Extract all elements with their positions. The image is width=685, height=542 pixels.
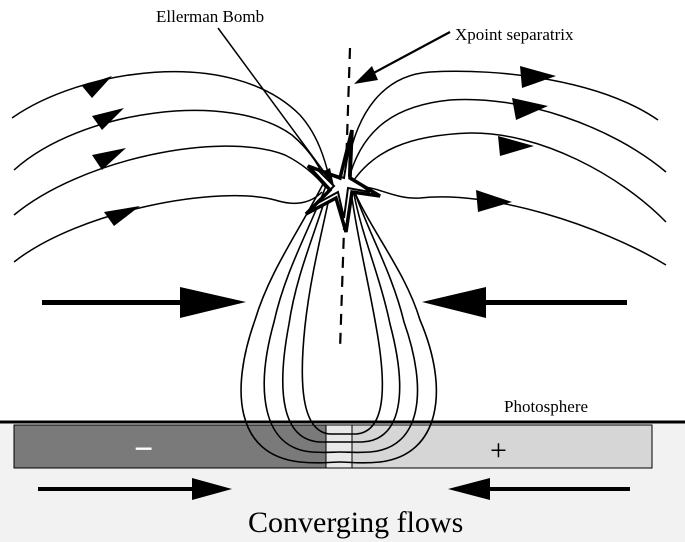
lower-right-arrow-head: [448, 478, 490, 500]
field-line-left-3: [13, 145, 327, 216]
right-field-lines: [345, 70, 667, 266]
arrowhead-left-3: [92, 148, 126, 170]
arrowhead-right-1: [520, 66, 556, 88]
left-field-arrowheads: [82, 76, 140, 226]
lower-left-arrow-head: [192, 478, 232, 500]
ellerman-bomb-pointer-head: [322, 168, 334, 186]
lower-converging-arrows: [38, 478, 630, 500]
arrowhead-right-2: [512, 98, 548, 120]
field-line-right-4: [351, 186, 667, 266]
upper-left-arrow-shaft: [42, 300, 192, 305]
field-line-left-1: [11, 70, 331, 181]
ellerman-bomb-star: [304, 129, 381, 233]
negative-polarity-region: [13, 424, 327, 469]
upper-left-arrow-head: [180, 287, 246, 318]
ellerman-bomb-label: Ellerman Bomb: [156, 7, 264, 26]
neutral-gap: [325, 424, 353, 469]
upper-right-arrow-shaft: [472, 300, 627, 305]
loop-2: [263, 185, 419, 454]
loop-inner: [301, 193, 384, 435]
separatrix-pointer: [367, 31, 451, 77]
loop-3: [281, 189, 401, 443]
loop-outer: [240, 181, 438, 464]
upper-converging-arrows: [42, 287, 627, 318]
arrowhead-right-4: [476, 190, 512, 212]
field-line-right-1: [345, 70, 659, 176]
lower-left-arrow-shaft: [38, 487, 200, 491]
separatrix-label: Xpoint separatrix: [455, 25, 574, 44]
negative-polarity-sign: −: [134, 431, 153, 468]
converging-flows-caption: Converging flows: [248, 506, 463, 539]
positive-polarity-sign: +: [490, 434, 507, 467]
positive-polarity-region: [351, 424, 653, 469]
arrowhead-right-3: [498, 136, 534, 156]
arrowhead-left-1: [82, 76, 112, 98]
lower-right-arrow-shaft: [480, 487, 630, 491]
ellerman-bomb-star-accent: [315, 139, 371, 219]
arrowhead-left-2: [92, 108, 124, 130]
closed-loops: [240, 181, 438, 464]
separatrix-dashed-line: [338, 47, 352, 351]
field-line-left-2: [13, 109, 329, 186]
upper-right-arrow-head: [422, 287, 486, 318]
photosphere-label: Photosphere: [504, 397, 588, 416]
field-line-left-4: [13, 191, 323, 263]
arrowhead-left-4: [104, 206, 140, 226]
ellerman-bomb-pointer: [217, 27, 331, 181]
left-field-lines: [11, 70, 331, 263]
field-line-right-3: [349, 132, 667, 223]
separatrix-pointer-head: [354, 66, 378, 84]
field-line-right-2: [347, 98, 667, 183]
right-field-arrowheads: [476, 66, 556, 212]
